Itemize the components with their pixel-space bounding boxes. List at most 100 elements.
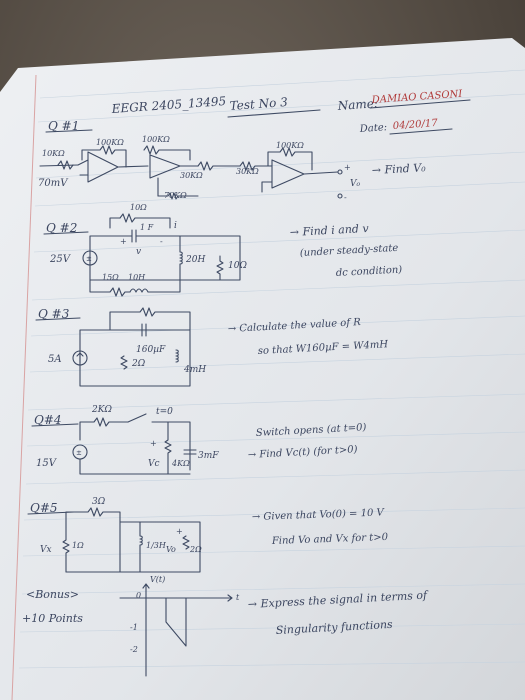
q2-inductor-20h bbox=[179, 235, 183, 281]
q4-r-top-label: 2KΩ bbox=[91, 405, 112, 415]
q5-r-2ohm bbox=[182, 535, 190, 550]
q5-task-2: Find Vo and Vx for t>0 bbox=[271, 532, 389, 547]
bonus-axis-t: t bbox=[236, 593, 240, 602]
q3-r-2ohm bbox=[120, 355, 128, 370]
q2-task-3: dc condition) bbox=[336, 265, 403, 279]
q1-r5-label: 30KΩ bbox=[236, 167, 259, 176]
q2-task-1: → Find i and v bbox=[289, 222, 369, 239]
q4-r-right-label: 4KΩ bbox=[171, 459, 190, 468]
q5-vx-label: Vx bbox=[40, 545, 52, 555]
q2-l1-label: 20H bbox=[185, 255, 205, 265]
paper-sheet bbox=[0, 38, 525, 700]
q1-r5-resistor bbox=[229, 161, 273, 171]
q4-src-label: 15V bbox=[36, 458, 58, 469]
q5-l-label: 1/3H bbox=[146, 541, 167, 550]
q1-r7-feedback bbox=[267, 147, 313, 171]
q2-bottom-branch bbox=[89, 279, 181, 297]
q2-minus: - bbox=[160, 237, 163, 246]
bonus-tick-0: 0 bbox=[136, 591, 141, 600]
q1-r4-resistor bbox=[197, 161, 231, 171]
q5-inductor bbox=[139, 521, 143, 573]
q1-source-label: 70mV bbox=[38, 178, 69, 189]
q2-capacitor bbox=[109, 229, 171, 243]
q3-label: Q #3 bbox=[38, 307, 70, 321]
q5-r-right-label: 2Ω bbox=[189, 545, 202, 554]
q1-r3-label: 100KΩ bbox=[142, 135, 170, 144]
q1-opamp-2 bbox=[149, 154, 181, 179]
q1-r4-label: 30KΩ bbox=[180, 171, 203, 180]
ruled-lines bbox=[18, 69, 525, 669]
bonus-axis-v: V(t) bbox=[150, 575, 165, 584]
q2-plus: + bbox=[120, 237, 127, 246]
q1-opamp-3 bbox=[271, 159, 305, 189]
q1-r7-label: 100KΩ bbox=[276, 141, 304, 150]
svg-text:±: ± bbox=[76, 449, 82, 457]
question-2: Q #2 10Ω 1 F i + - v ± 25V 20H 10Ω 15Ω 1… bbox=[43, 203, 403, 297]
bonus-label-1: <Bonus> bbox=[26, 588, 79, 601]
q1-r1-resistor bbox=[57, 160, 74, 170]
q4-switch-label: t=0 bbox=[156, 407, 173, 417]
q2-task-2: (under steady-state bbox=[300, 243, 399, 259]
bonus-tick-m1: -1 bbox=[130, 623, 138, 632]
q1-r6-label: 70KΩ bbox=[164, 191, 187, 200]
q2-v: v bbox=[136, 247, 141, 257]
question-1: Q #1 70mV 10KΩ 100KΩ 100KΩ 30KΩ 30KΩ 70K… bbox=[38, 119, 427, 202]
q2-voltage-source bbox=[82, 250, 98, 266]
q3-inductor bbox=[175, 349, 179, 363]
bonus-t-axis bbox=[119, 594, 233, 602]
svg-text:±: ± bbox=[86, 255, 92, 263]
bonus-signal bbox=[165, 597, 187, 647]
q4-c-label: 3mF bbox=[198, 451, 219, 461]
q1-r2-feedback bbox=[81, 145, 127, 168]
svg-text:+: + bbox=[176, 527, 183, 536]
q3-src-label: 5A bbox=[48, 354, 62, 365]
name-label: Name: bbox=[336, 96, 378, 113]
q3-capacitor bbox=[129, 323, 169, 337]
q2-i: i bbox=[174, 221, 177, 231]
q3-r-resistor bbox=[109, 307, 191, 331]
q4-r-top bbox=[79, 417, 129, 441]
q2-label: Q #2 bbox=[46, 221, 77, 235]
date-value: 04/20/17 bbox=[392, 118, 438, 132]
q2-src-label: 25V bbox=[49, 254, 72, 265]
q4-r-4k bbox=[164, 421, 172, 475]
q3-r-label: 2Ω bbox=[131, 359, 146, 369]
q2-r-right-label: 10Ω bbox=[228, 261, 247, 271]
q3-c-label: 160µF bbox=[136, 345, 166, 355]
q1-r2-label: 100KΩ bbox=[96, 138, 124, 147]
q2-l-bot-label: 10H bbox=[128, 273, 146, 282]
q1-opamp-1 bbox=[87, 151, 119, 183]
q1-label: Q #1 bbox=[48, 119, 79, 133]
q5-label: Q#5 bbox=[30, 501, 58, 515]
q2-r-top bbox=[119, 213, 151, 223]
q5-r-left-label: 1Ω bbox=[72, 541, 84, 550]
q2-r-bot-label: 15Ω bbox=[102, 273, 119, 282]
bonus-task-2: Singularity functions bbox=[275, 618, 393, 637]
q2-c-label: 1 F bbox=[140, 223, 154, 232]
q3-l-label: 4mH bbox=[183, 365, 206, 375]
question-5: Q#5 3Ω 1Ω Vx 1/3H + Vo 2Ω → Given that V… bbox=[27, 497, 389, 573]
q1-plus: + bbox=[344, 163, 351, 172]
q3-current-source bbox=[72, 350, 88, 366]
q1-vo-label: V₀ bbox=[350, 179, 360, 189]
q1-minus: - bbox=[344, 193, 347, 202]
q1-r6-resistor bbox=[157, 192, 199, 200]
q4-capacitor bbox=[183, 449, 197, 455]
date-label: Date: bbox=[358, 122, 387, 135]
bonus-label-2: +10 Points bbox=[22, 612, 83, 625]
q2-r-top-label: 10Ω bbox=[130, 203, 147, 212]
q5-r-top-label: 3Ω bbox=[92, 497, 106, 507]
bonus-v-axis bbox=[142, 583, 150, 677]
q1-r3-resistor bbox=[143, 145, 191, 161]
bonus-tick-m2: -2 bbox=[130, 645, 138, 654]
q1-task: → Find V₀ bbox=[371, 161, 426, 177]
q5-task-1: → Given that Vo(0) = 10 V bbox=[252, 507, 386, 523]
test-number: Test No 3 bbox=[229, 95, 288, 113]
q5-r-1ohm bbox=[62, 527, 70, 573]
q4-label: Q#4 bbox=[34, 413, 62, 427]
svg-text:+: + bbox=[150, 439, 157, 448]
q4-vc-label: Vc bbox=[148, 459, 160, 469]
q5-vo-label: Vo bbox=[166, 545, 176, 554]
